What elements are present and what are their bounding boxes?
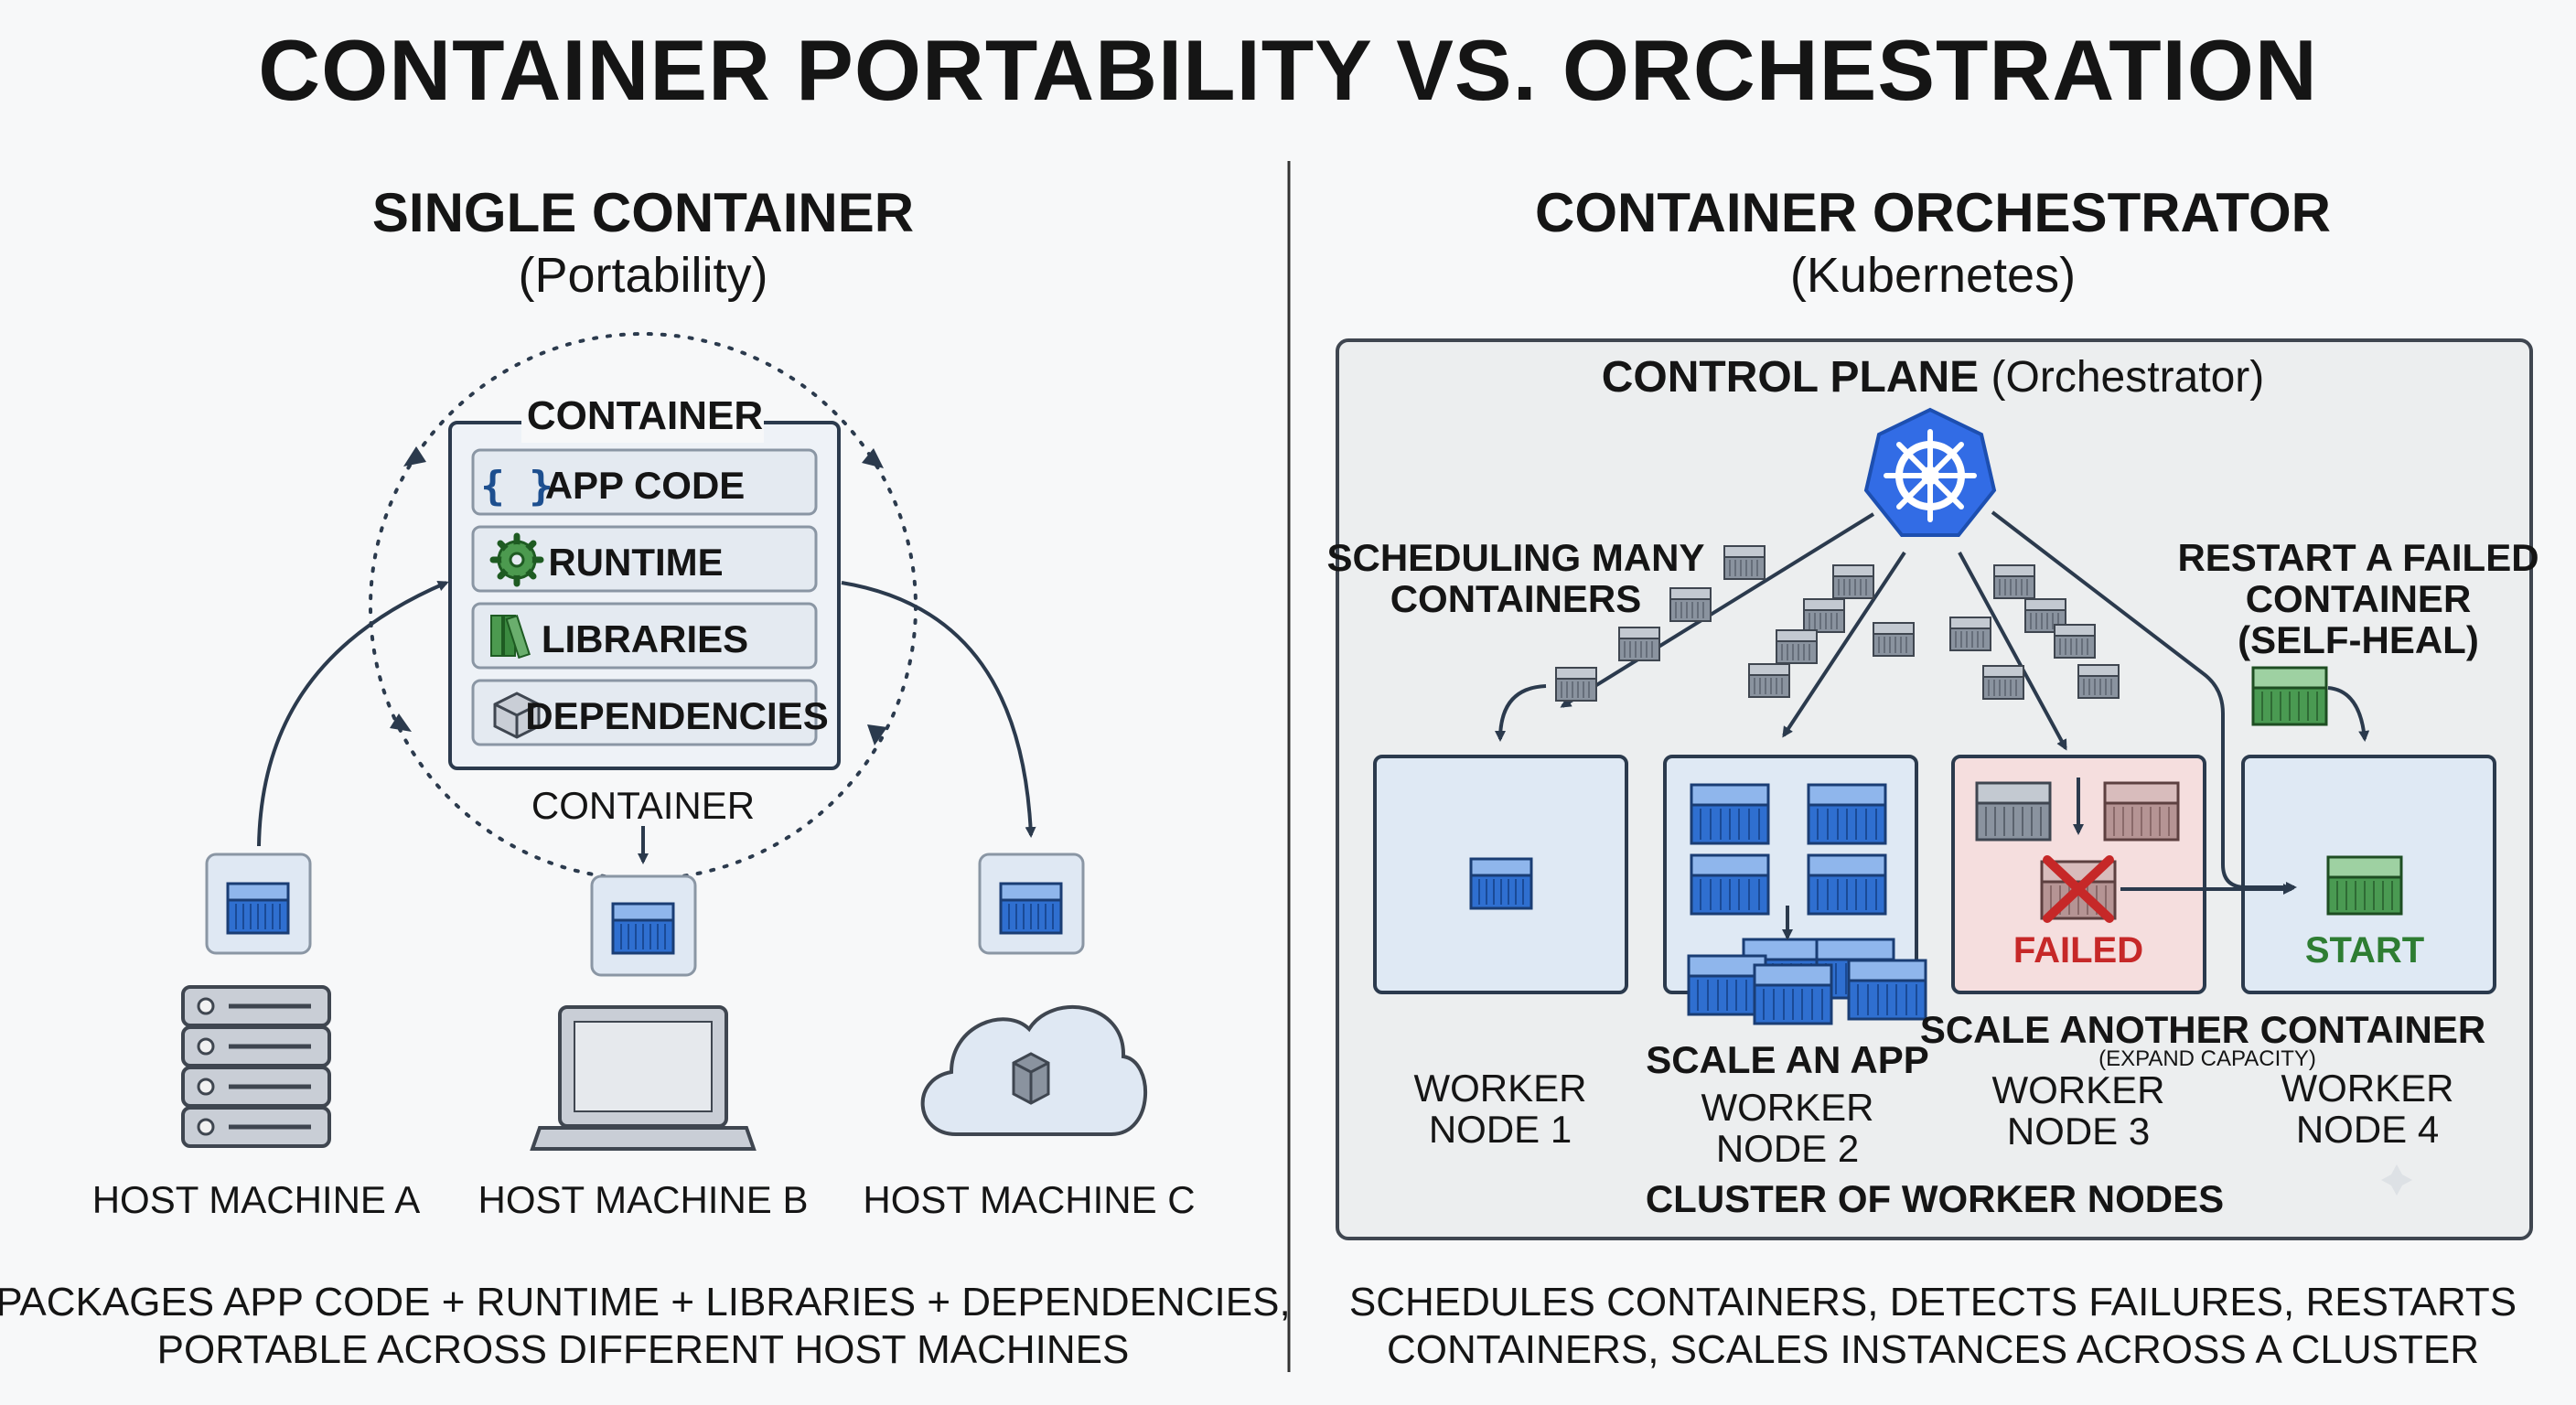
container-tile-b bbox=[590, 874, 697, 977]
layer-libraries bbox=[471, 602, 818, 670]
right-heading: CONTAINER ORCHESTRATOR bbox=[1535, 182, 2331, 243]
worker-node-4-label-line1: WORKER bbox=[2281, 1067, 2454, 1110]
arrow-to-node-1 bbox=[1560, 512, 1875, 708]
control-plane-title-paren: (Orchestrator) bbox=[1991, 353, 2265, 402]
control-plane-title: CONTROL PLANE (Orchestrator) bbox=[1602, 356, 2265, 400]
braces-icon: { } bbox=[480, 463, 553, 509]
host-b-label: HOST MACHINE B bbox=[478, 1178, 809, 1221]
worker-node-3-label-line1: WORKER bbox=[1991, 1068, 2165, 1111]
server-rack-icon bbox=[181, 985, 331, 1148]
arrow-to-node-4 bbox=[1991, 510, 2297, 893]
layer-runtime-label: RUNTIME bbox=[548, 541, 724, 584]
arrow-container-to-host-c bbox=[841, 581, 1036, 838]
cluster-label: CLUSTER OF WORKER NODES bbox=[1645, 1177, 2225, 1220]
failed-container bbox=[2040, 855, 2117, 923]
left-caption-line1: PACKAGES APP CODE + RUNTIME + LIBRARIES … bbox=[0, 1280, 1291, 1325]
right-caption-line2: CONTAINERS, SCALES INSTANCES ACROSS A CL… bbox=[1387, 1327, 2479, 1372]
kubernetes-logo-icon bbox=[1863, 407, 1997, 537]
worker-node-1-label-line2: NODE 1 bbox=[1428, 1108, 1572, 1151]
arrow-scheduling-curve bbox=[1495, 684, 1547, 742]
worker-node-4-label-line2: NODE 4 bbox=[2295, 1108, 2440, 1151]
arrow-restart-curve bbox=[2327, 686, 2370, 742]
left-caption-line2: PORTABLE ACROSS DIFFERENT HOST MACHINES bbox=[156, 1327, 1130, 1372]
sparkle-icon bbox=[2381, 1164, 2412, 1196]
left-subheading: (Portability) bbox=[518, 248, 768, 303]
expand-capacity-label: (EXPAND CAPACITY) bbox=[2098, 1046, 2316, 1071]
cloud-icon bbox=[920, 1005, 1148, 1136]
start-label: START bbox=[2304, 930, 2425, 971]
worker-node-2-label-line1: WORKER bbox=[1701, 1086, 1874, 1129]
restart-label-3: (SELF-HEAL) bbox=[2238, 618, 2479, 661]
arrow-to-node-3 bbox=[1958, 552, 2067, 751]
right-caption-line1: SCHEDULES CONTAINERS, DETECTS FAILURES, … bbox=[1348, 1280, 2517, 1325]
restart-label-2: CONTAINER bbox=[2245, 577, 2472, 620]
worker-node-2-label-line2: NODE 2 bbox=[1715, 1127, 1860, 1170]
books-icon bbox=[490, 615, 531, 660]
scheduling-label-1: SCHEDULING MANY bbox=[1326, 536, 1705, 579]
gear-icon bbox=[489, 532, 544, 587]
host-c-label: HOST MACHINE C bbox=[863, 1178, 1196, 1221]
package-icon bbox=[493, 692, 541, 739]
container-box-title: CONTAINER bbox=[526, 393, 764, 438]
layer-runtime bbox=[471, 525, 818, 593]
control-plane-box bbox=[1336, 338, 2533, 1240]
arrow-host-a-to-container bbox=[257, 581, 449, 847]
container-tile-a bbox=[205, 853, 312, 955]
control-plane-title-bold: CONTROL PLANE bbox=[1601, 353, 1980, 402]
scale-app-label: SCALE AN APP bbox=[1646, 1038, 1929, 1081]
svg-text:{ }: { } bbox=[480, 463, 553, 509]
scheduling-label-2: CONTAINERS bbox=[1390, 577, 1642, 620]
right-subheading: (Kubernetes) bbox=[1789, 248, 2077, 303]
laptop-icon bbox=[530, 1005, 757, 1151]
arrow-to-node-2 bbox=[1782, 551, 1906, 738]
layer-app-code bbox=[471, 448, 818, 516]
left-heading: SINGLE CONTAINER bbox=[371, 182, 915, 243]
worker-node-3-label-line2: NODE 3 bbox=[2006, 1110, 2151, 1153]
restart-label-1: RESTART A FAILED bbox=[2177, 536, 2539, 579]
layer-app-code-label: APP CODE bbox=[544, 464, 746, 507]
container-tile-c bbox=[978, 853, 1085, 955]
layer-libraries-label: LIBRARIES bbox=[541, 617, 749, 660]
layer-dependencies bbox=[471, 679, 818, 746]
page-title: CONTAINER PORTABILITY VS. ORCHESTRATION bbox=[258, 22, 2318, 118]
worker-node-1-label-line1: WORKER bbox=[1413, 1067, 1587, 1110]
scale-another-label: SCALE ANOTHER CONTAINER bbox=[1919, 1008, 2486, 1051]
host-a-label: HOST MACHINE A bbox=[91, 1178, 421, 1221]
layer-dependencies-label: DEPENDENCIES bbox=[525, 694, 829, 737]
failed-label: FAILED bbox=[2012, 930, 2144, 971]
container-label: CONTAINER bbox=[531, 784, 756, 827]
